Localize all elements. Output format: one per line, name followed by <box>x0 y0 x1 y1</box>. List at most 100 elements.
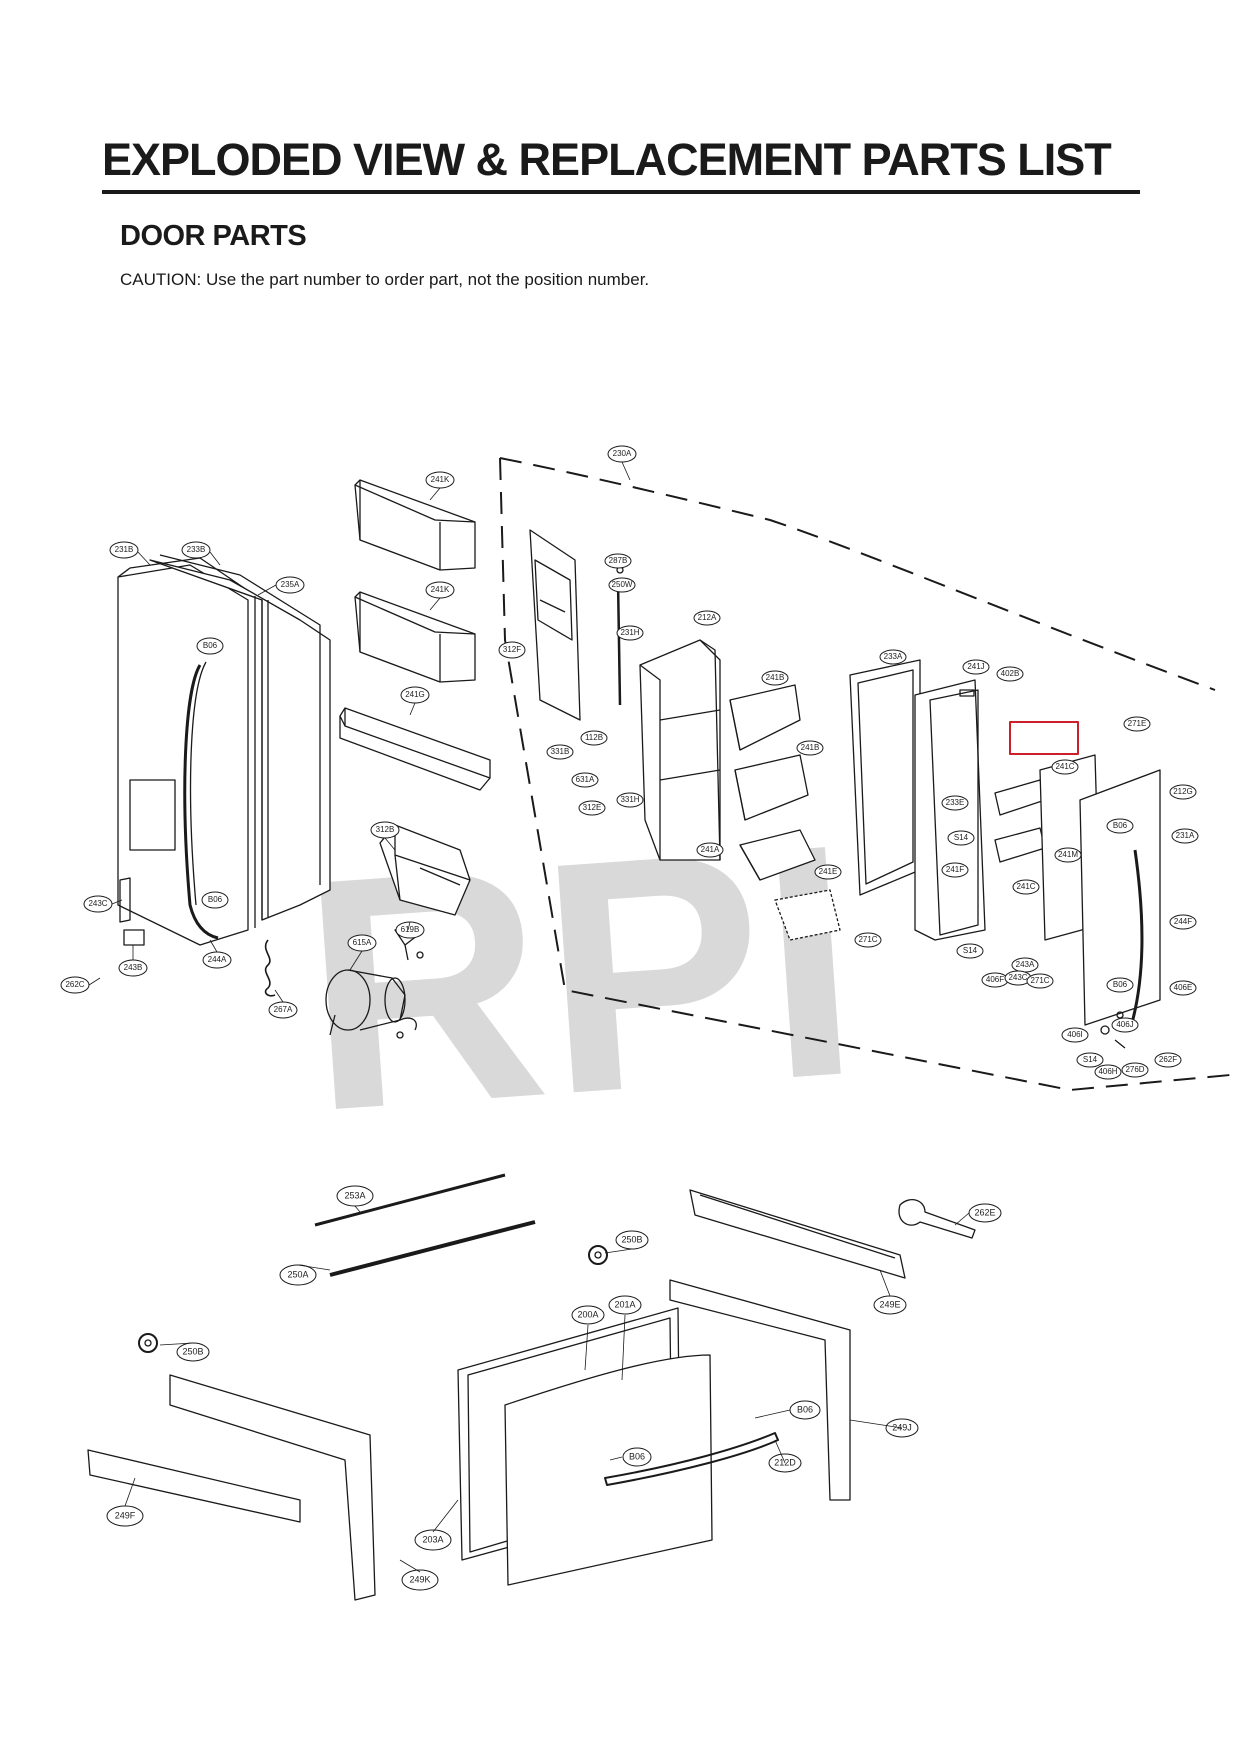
part-callout: 262F <box>1159 1055 1177 1064</box>
part-callout: 262E <box>974 1207 995 1217</box>
part-callout: 241G <box>405 690 425 699</box>
dispenser-housing-271c <box>914 679 986 941</box>
part-callout: 406E <box>1174 983 1193 992</box>
part-callout: 250B <box>182 1346 203 1356</box>
part-callout: 231H <box>620 628 639 637</box>
part-callout: 262C <box>65 980 84 989</box>
part-callout: B06 <box>1113 821 1128 830</box>
handle-244f <box>1128 849 1144 1031</box>
door-bin-241e <box>774 889 841 941</box>
part-callout: 631A <box>576 775 595 784</box>
part-callout: 276D <box>1125 1065 1144 1074</box>
part-callout: 212G <box>1173 787 1193 796</box>
wrench-262e <box>898 1199 976 1239</box>
inner-door-312f <box>529 529 581 721</box>
part-callout: 231B <box>115 545 134 554</box>
part-callout: 200A <box>577 1309 598 1319</box>
auger-motor-615a <box>325 969 406 1036</box>
part-callout: 271E <box>1128 719 1147 728</box>
door-bin-241b-lower <box>734 754 809 821</box>
part-callout: 241C <box>1016 882 1035 891</box>
door-bin-241c <box>994 779 1046 863</box>
part-callout: 271C <box>858 935 877 944</box>
section-title: DOOR PARTS <box>120 220 307 252</box>
part-callout: 241B <box>766 673 785 682</box>
part-callout: S14 <box>963 946 978 955</box>
part-callout: 233B <box>187 545 206 554</box>
part-callout: 241E <box>819 867 838 876</box>
roller-250b-upper <box>588 1245 608 1265</box>
seal-250a <box>329 1220 536 1277</box>
part-callout: 250W <box>612 580 633 589</box>
part-callout: 331H <box>620 795 639 804</box>
seal-253a <box>314 1173 506 1227</box>
rail-249f <box>87 1449 301 1523</box>
lower-callout-labels: 253A250A250B262E249E250B200A201AB06249JB… <box>115 1190 996 1584</box>
hinge-hardware <box>1100 1011 1126 1049</box>
part-callout: 235A <box>281 580 300 589</box>
part-callout: 287B <box>609 556 628 565</box>
part-callout: B06 <box>208 895 223 904</box>
part-callout: 241A <box>701 845 720 854</box>
part-callout: 233E <box>946 798 965 807</box>
part-callout: 241J <box>967 662 984 671</box>
roller-250b-lower <box>138 1333 158 1353</box>
door-bin-241g <box>339 707 491 791</box>
handle-212d <box>604 1432 779 1486</box>
part-callout: 249K <box>409 1574 430 1584</box>
part-callout: 253A <box>344 1190 365 1200</box>
shelf-frame-212a <box>639 639 721 861</box>
part-callout: 244F <box>1174 917 1192 926</box>
part-callout: 249J <box>892 1422 912 1432</box>
part-callout: 271C <box>1030 976 1049 985</box>
part-callout: B06 <box>797 1404 813 1414</box>
part-callout: 212D <box>774 1457 796 1467</box>
part-callout: 201A <box>614 1299 635 1309</box>
part-callout: 250A <box>287 1269 308 1279</box>
note-box <box>1009 721 1079 755</box>
part-callout: 402B <box>1001 669 1020 678</box>
part-callout: 243A <box>1016 960 1035 969</box>
part-callout: 231A <box>1176 831 1195 840</box>
part-callout: 241C <box>1055 762 1074 771</box>
part-callout: 619B <box>401 925 420 934</box>
part-callout: 212A <box>698 613 717 622</box>
part-callout: B06 <box>1113 980 1128 989</box>
door-bin-241a <box>739 829 816 881</box>
part-callout: 406F <box>986 975 1004 984</box>
door-bin-241k-lower <box>354 591 476 683</box>
part-callout: 241K <box>431 475 450 484</box>
part-callout: 406H <box>1098 1067 1117 1076</box>
left-door-assembly <box>117 554 331 997</box>
part-callout: 331B <box>551 747 570 756</box>
part-callout: 241M <box>1058 850 1078 859</box>
part-callout: 615A <box>353 938 372 947</box>
part-callout: 203A <box>422 1534 443 1544</box>
part-callout: 112B <box>585 733 603 742</box>
part-callout: 243B <box>124 963 143 972</box>
caution-note: CAUTION: Use the part number to order pa… <box>120 270 650 289</box>
part-callout: 244A <box>208 955 227 964</box>
part-callout: 312B <box>376 825 395 834</box>
part-callout: 312E <box>583 803 602 812</box>
part-callout: S14 <box>1083 1055 1098 1064</box>
drawer-front-201a <box>504 1354 713 1586</box>
part-callout: 241F <box>946 865 964 874</box>
part-callout: 230A <box>613 449 632 458</box>
rail-249e <box>689 1189 906 1279</box>
door-bin-241b-upper <box>729 684 801 751</box>
part-callout: 233A <box>884 652 903 661</box>
part-callout: 250B <box>621 1234 642 1244</box>
bracket-249j <box>669 1279 851 1501</box>
door-bin-241k-upper <box>354 479 476 571</box>
assembly-230a-boundary <box>499 457 1216 691</box>
part-callout: B06 <box>203 641 218 650</box>
part-callout: S14 <box>954 833 969 842</box>
part-callout: 249E <box>879 1299 900 1309</box>
ice-bucket-312b <box>379 824 471 916</box>
bracket-249k <box>169 1374 376 1601</box>
title-underline <box>102 190 1140 194</box>
page-title: EXPLODED VIEW & REPLACEMENT PARTS LIST <box>102 134 1112 185</box>
